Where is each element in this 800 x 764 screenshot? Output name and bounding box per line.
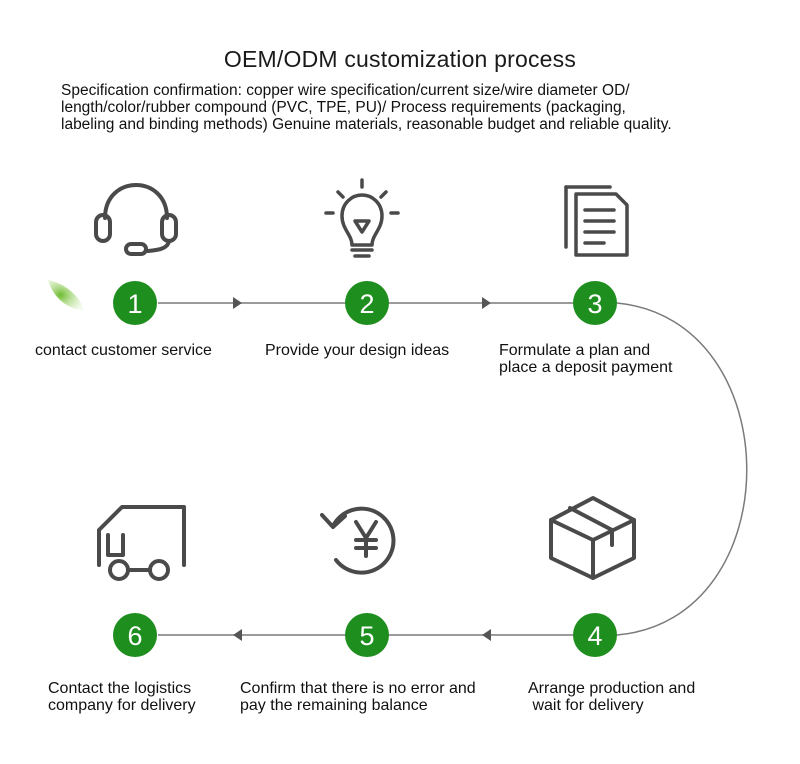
step-2-label-line-1: Provide your design ideas bbox=[265, 342, 450, 359]
step-4-label-line-2: wait for delivery bbox=[528, 697, 644, 714]
lightbulb-icon bbox=[324, 178, 400, 258]
step-1-number: 1 bbox=[127, 289, 142, 319]
step-3-label-line-2: place a deposit payment bbox=[499, 359, 673, 376]
step-6-label-line-1: Contact the logistics bbox=[48, 680, 192, 697]
page-title: OEM/ODM customization process bbox=[223, 46, 577, 72]
step-3-number: 3 bbox=[587, 289, 602, 319]
step-5-circle: 5 bbox=[345, 613, 389, 657]
box-icon bbox=[549, 496, 636, 580]
step-5-label-line-1: Confirm that there is no error and bbox=[240, 680, 476, 697]
step-6-label: Contact the logistics company for delive… bbox=[48, 680, 196, 714]
step-3-label-line-1: Formulate a plan and bbox=[499, 342, 651, 359]
connector-arc-3-4 bbox=[616, 302, 748, 636]
arrow-1-2 bbox=[233, 297, 242, 309]
step-4-label: Arrange production and wait for delivery bbox=[528, 680, 695, 714]
description-line-1: Specification confirmation: copper wire … bbox=[61, 82, 630, 99]
step-4-label-line-1: Arrange production and bbox=[528, 680, 696, 697]
step-5-number: 5 bbox=[359, 621, 374, 651]
step-5-label: Confirm that there is no error and pay t… bbox=[240, 680, 476, 714]
description-line-2: length/color/rubber compound (PVC, TPE, … bbox=[61, 99, 626, 116]
step-4-number: 4 bbox=[587, 621, 602, 651]
step-2-number: 2 bbox=[359, 289, 374, 319]
description-line-3: labeling and binding methods) Genuine ma… bbox=[61, 116, 672, 133]
step-1-circle: 1 bbox=[113, 281, 157, 325]
arrow-2-3 bbox=[482, 297, 491, 309]
step-6-number: 6 bbox=[127, 621, 142, 651]
step-1-label-line-1: contact customer service bbox=[35, 342, 212, 359]
yen-refund-icon bbox=[320, 506, 396, 575]
step-4-circle: 4 bbox=[573, 613, 617, 657]
document-icon bbox=[564, 185, 629, 257]
step-3-circle: 3 bbox=[573, 281, 617, 325]
truck-icon bbox=[97, 505, 186, 581]
arrow-5-6 bbox=[233, 629, 242, 641]
headset-icon bbox=[94, 183, 178, 256]
step-5-label-line-2: pay the remaining balance bbox=[240, 697, 428, 714]
specification-description: Specification confirmation: copper wire … bbox=[61, 82, 781, 133]
step-1-label: contact customer service bbox=[35, 342, 212, 359]
step-6-circle: 6 bbox=[113, 613, 157, 657]
step-2-label: Provide your design ideas bbox=[265, 342, 449, 359]
leaf-decoration bbox=[48, 280, 84, 310]
step-3-label: Formulate a plan and place a deposit pay… bbox=[499, 342, 672, 376]
arrow-4-5 bbox=[482, 629, 491, 641]
step-6-label-line-2: company for delivery bbox=[48, 697, 196, 714]
step-2-circle: 2 bbox=[345, 281, 389, 325]
